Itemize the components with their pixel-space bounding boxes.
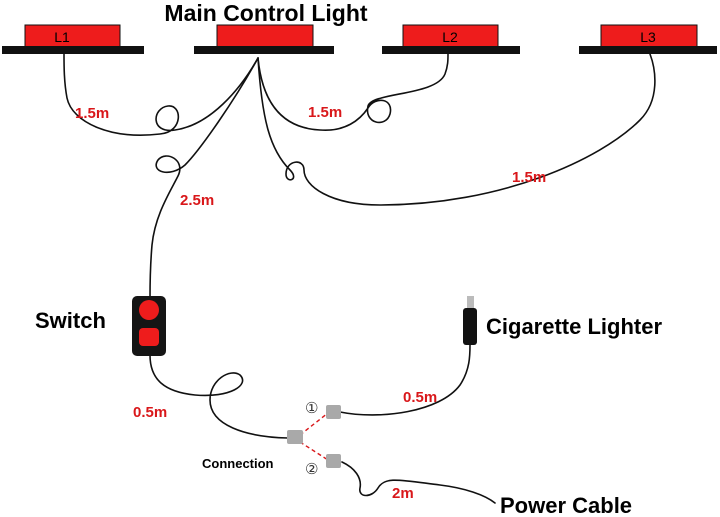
lamp-l3-base (579, 46, 717, 54)
wire-connection-to-lighter (339, 344, 471, 416)
wire-switch-to-connection (149, 354, 289, 439)
lamp-l1-light (24, 24, 121, 48)
main-control-lamp (194, 24, 334, 54)
lamp-l1-base (2, 46, 144, 54)
lamp-l3: L3 (579, 24, 717, 54)
dashed-link-2 (299, 441, 329, 461)
lamp-l2-label: L2 (442, 29, 458, 45)
wire-main-to-l3 (257, 53, 656, 206)
wire-connection-to-power (341, 461, 496, 504)
main-lamp-light (216, 24, 314, 48)
switch (132, 296, 166, 356)
wire-main-to-l1 (63, 53, 259, 136)
wire-main-to-l2 (257, 53, 449, 131)
length-label-l1: 1.5m (75, 105, 109, 122)
cigarette-lighter (463, 296, 477, 345)
lamp-l1: L1 (2, 24, 144, 54)
lamp-l3-label: L3 (640, 29, 656, 45)
connector-port-1 (326, 405, 341, 419)
lamp-l1-label: L1 (54, 29, 70, 45)
lighter-body (463, 308, 477, 345)
length-label-l2: 1.5m (308, 104, 342, 121)
switch-top-button (139, 300, 159, 320)
cigarette-lighter-label: Cigarette Lighter (486, 314, 662, 339)
lighter-tip (467, 296, 474, 308)
lamp-l2-base (382, 46, 520, 54)
diagram-title: Main Control Light (164, 0, 367, 26)
main-lamp-base (194, 46, 334, 54)
length-label-l3: 1.5m (512, 169, 546, 186)
lamp-l2: L2 (382, 24, 520, 54)
wire-main-to-switch (149, 57, 259, 299)
switch-label: Switch (35, 308, 106, 333)
dashed-link-1 (299, 412, 329, 436)
connection-plug (287, 430, 303, 444)
length-label-switch: 2.5m (180, 192, 214, 209)
length-label-power: 2m (392, 485, 414, 502)
port-2-marker: ② (305, 460, 318, 478)
length-label-lighter: 0.5m (403, 389, 437, 406)
connection-label: Connection (202, 456, 274, 471)
power-cable-label: Power Cable (500, 493, 632, 517)
switch-bottom-button (139, 328, 159, 346)
port-1-marker: ① (305, 399, 318, 417)
connector-port-2 (326, 454, 341, 468)
length-label-switch-connection: 0.5m (133, 404, 167, 421)
